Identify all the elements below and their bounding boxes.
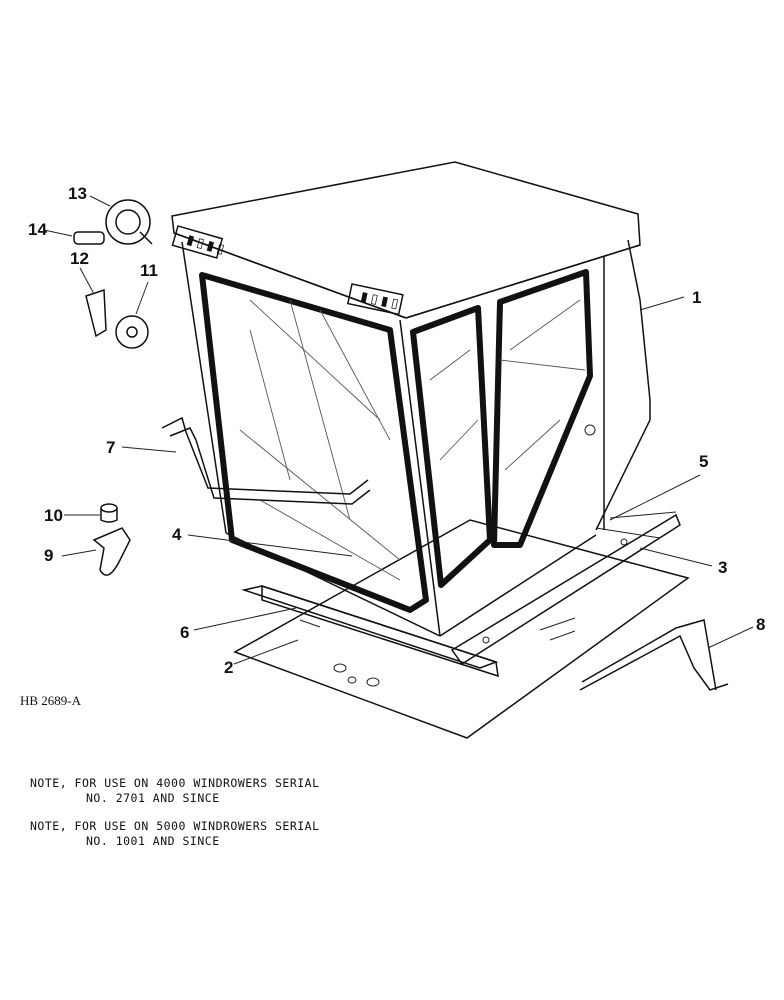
callout-2: 2 (224, 658, 233, 677)
callout-1: 1 (692, 288, 701, 307)
grab-rod (579, 619, 729, 691)
callout-10: 10 (44, 506, 63, 525)
callout-9: 9 (44, 546, 53, 565)
svg-text:▮ ▯ ▮ ▯: ▮ ▯ ▮ ▯ (185, 231, 226, 256)
front-windshield (199, 272, 429, 613)
front-handrail (161, 416, 371, 505)
mounting-rails (241, 511, 681, 678)
callout-7: 7 (106, 438, 115, 457)
callout-5: 5 (699, 452, 708, 471)
notes-block: NOTE, FOR USE ON 4000 WINDROWERS SERIAL … (30, 776, 590, 862)
callout-12: 12 (70, 249, 89, 268)
note-line: NO. 2701 AND SINCE (86, 791, 220, 805)
note-line: NOTE, FOR USE ON 4000 WINDROWERS SERIAL (30, 776, 320, 790)
side-door-windows (410, 269, 596, 588)
cab-body (181, 239, 651, 637)
callout-11: 11 (140, 261, 158, 280)
callout-13: 13 (68, 184, 87, 203)
note-5000: NOTE, FOR USE ON 5000 WINDROWERS SERIAL … (30, 819, 590, 849)
note-4000: NOTE, FOR USE ON 4000 WINDROWERS SERIAL … (30, 776, 590, 806)
leader-lines (43, 195, 754, 665)
callout-labels: 1 2 3 4 5 6 7 8 9 10 11 12 13 14 (28, 184, 765, 677)
callout-14: 14 (28, 220, 47, 239)
note-line: NOTE, FOR USE ON 5000 WINDROWERS SERIAL (30, 819, 320, 833)
work-lamp-assembly (73, 199, 153, 349)
figure-id: HB 2689-A (20, 693, 82, 708)
bracket-and-bushing (92, 503, 131, 576)
floor-mat (233, 519, 690, 739)
callout-4: 4 (172, 525, 182, 544)
callout-8: 8 (756, 615, 765, 634)
callout-3: 3 (718, 558, 727, 577)
cab-roof: ▮ ▯ ▮ ▯ ▮ ▯ ▮ ▯ (171, 161, 641, 319)
note-line: NO. 1001 AND SINCE (86, 834, 220, 848)
callout-6: 6 (180, 623, 189, 642)
